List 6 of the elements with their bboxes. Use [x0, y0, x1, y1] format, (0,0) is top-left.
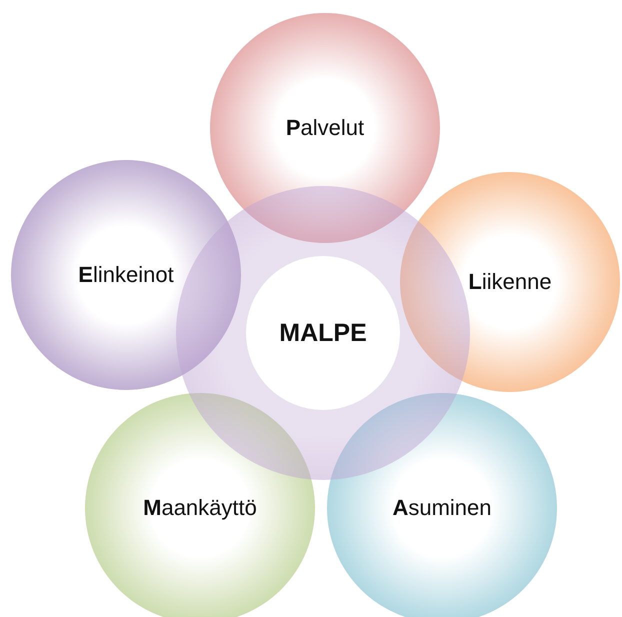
circle-label: Asuminen	[392, 495, 492, 521]
circle-label: Maankäyttö	[143, 495, 257, 521]
center-label: MALPE	[246, 256, 400, 410]
circle-label: Liikenne	[468, 269, 552, 295]
circle-label: Palvelut	[286, 115, 364, 141]
circle-label: Elinkeinot	[78, 262, 174, 288]
